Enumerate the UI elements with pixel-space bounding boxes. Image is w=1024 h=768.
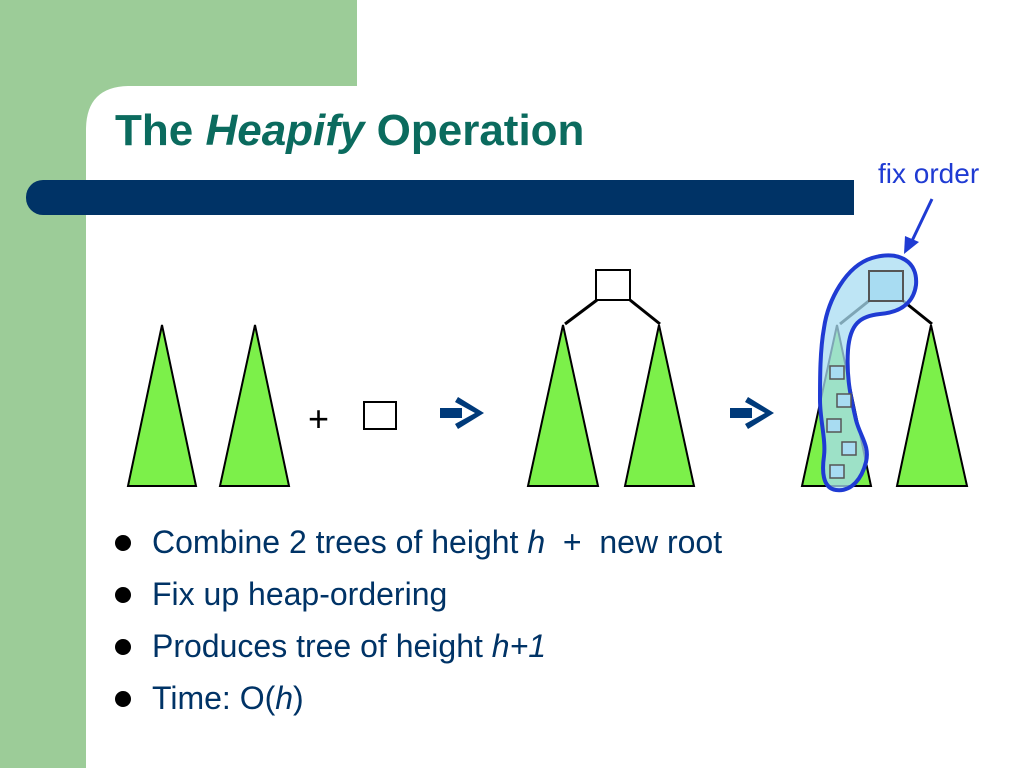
callout-label: fix order (878, 158, 980, 189)
title-text-2: Operation (364, 106, 585, 155)
callout-arrow-icon (904, 198, 934, 254)
right-arrow-icon (440, 397, 484, 429)
bullet-item: Time: O(h) (115, 674, 722, 726)
sidebar-band (0, 0, 357, 768)
bullet-item: Produces tree of height h+1 (115, 622, 722, 674)
bullet-item: Fix up heap-ordering (115, 570, 722, 622)
path-node (829, 365, 845, 380)
bullet-dot-icon (115, 639, 131, 655)
path-node (826, 418, 842, 433)
path-node (836, 393, 852, 408)
combined-root-node (595, 269, 631, 301)
title-text-emphasis: Heapify (205, 106, 365, 155)
title-text-1: The (115, 106, 206, 155)
plus-symbol: + (308, 398, 330, 439)
right-arrow-icon-2 (730, 397, 774, 429)
bullet-list: Combine 2 trees of height h + new root F… (115, 518, 722, 726)
path-root-node (868, 270, 904, 302)
tree-left-1 (126, 324, 198, 487)
path-node (841, 441, 857, 456)
bullet-item: Combine 2 trees of height h + new root (115, 518, 722, 570)
page-title: The Heapify Operation (115, 106, 584, 156)
tree-left-2 (526, 324, 600, 487)
bullet-dot-icon (115, 691, 131, 707)
tree-right-2 (623, 324, 696, 487)
bullet-dot-icon (115, 587, 131, 603)
bullet-dot-icon (115, 535, 131, 551)
path-node (829, 464, 845, 479)
tree-right-1 (218, 324, 291, 487)
fix-path-highlight (817, 253, 919, 493)
tree-right-3 (895, 324, 969, 487)
new-root-node (363, 401, 397, 430)
